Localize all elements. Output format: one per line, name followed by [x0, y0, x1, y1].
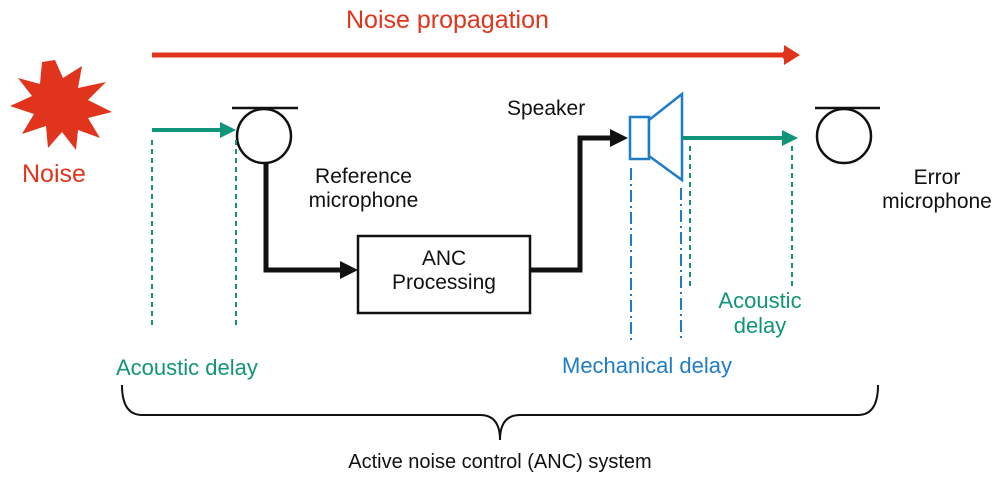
anc-processing-box — [356, 234, 532, 315]
error-microphone-label: Error microphone — [876, 166, 998, 214]
speaker-label: Speaker — [507, 97, 586, 120]
noise-burst-icon — [10, 60, 112, 150]
reference-mic-line-1: Reference — [315, 165, 412, 188]
acoustic-delay-right-line-1: Acoustic — [718, 288, 802, 313]
system-brace — [121, 384, 879, 441]
error-microphone-icon — [815, 106, 880, 165]
signal-arrowhead-to-anc — [340, 261, 358, 279]
acoustic-arrowhead-left — [220, 122, 236, 138]
noise-propagation-label: Noise propagation — [346, 6, 549, 34]
anc-line-2: Processing — [392, 271, 496, 295]
acoustic-arrowhead-right — [782, 130, 798, 146]
noise-propagation-arrowhead — [784, 45, 800, 65]
system-label: Active noise control (ANC) system — [348, 451, 652, 473]
reference-microphone-icon — [232, 106, 298, 165]
acoustic-delay-right-label: Acoustic delay — [706, 288, 814, 339]
error-mic-line-1: Error — [913, 166, 961, 189]
acoustic-delay-left-label: Acoustic delay — [116, 355, 258, 380]
acoustic-delay-right-line-2: delay — [733, 313, 787, 339]
anc-line-1: ANC — [421, 247, 467, 270]
reference-microphone-label: Reference microphone — [306, 165, 421, 213]
anc-processing-label: ANC Processing — [358, 247, 530, 295]
signal-path-anc-to-speaker — [530, 135, 612, 273]
noise-label: Noise — [22, 160, 86, 188]
signal-arrowhead-to-speaker — [610, 129, 628, 147]
error-mic-line-2: microphone — [882, 190, 992, 214]
reference-mic-line-2: microphone — [308, 189, 419, 213]
mechanical-delay-label: Mechanical delay — [562, 353, 732, 378]
signal-path-reference-to-anc — [263, 163, 340, 273]
speaker-icon — [628, 91, 684, 183]
